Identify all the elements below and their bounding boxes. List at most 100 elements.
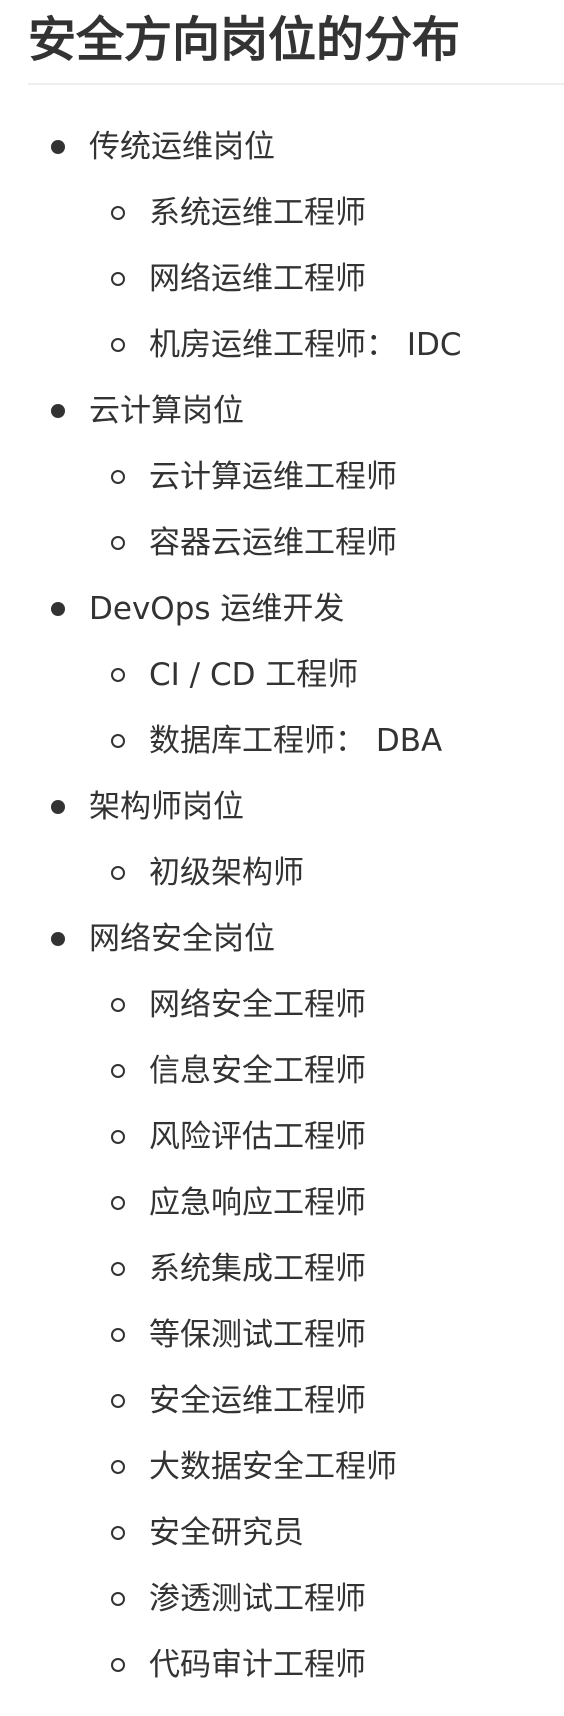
position-item: 网络运维工程师	[0, 246, 564, 312]
position-row: 网络运维工程师	[0, 246, 564, 312]
position-item: 大数据安全工程师	[0, 1434, 564, 1500]
position-label: 信息安全工程师	[149, 1053, 366, 1089]
position-list: 网络安全工程师信息安全工程师风险评估工程师应急响应工程师系统集成工程师等保测试工…	[0, 972, 564, 1698]
bullet-circle-icon	[111, 1394, 125, 1408]
position-label: 等保测试工程师	[149, 1317, 366, 1353]
position-label: 初级架构师	[149, 855, 304, 891]
category-label: 传统运维岗位	[89, 129, 275, 165]
position-label: 容器云运维工程师	[149, 525, 397, 561]
position-row: 初级架构师	[0, 840, 564, 906]
position-item: 应急响应工程师	[0, 1170, 564, 1236]
position-item: 安全研究员	[0, 1500, 564, 1566]
position-label: 风险评估工程师	[149, 1119, 366, 1155]
position-list: 云计算运维工程师容器云运维工程师	[0, 444, 564, 576]
position-label: 网络安全工程师	[149, 987, 366, 1023]
category-row: 架构师岗位	[0, 774, 564, 840]
bullet-circle-icon	[111, 1328, 125, 1342]
position-row: 等保测试工程师	[0, 1302, 564, 1368]
position-label: 机房运维工程师： IDC	[149, 327, 462, 363]
position-label: 数据库工程师： DBA	[149, 723, 443, 759]
position-label: 安全运维工程师	[149, 1383, 366, 1419]
position-label: 网络运维工程师	[149, 261, 366, 297]
bullet-circle-icon	[111, 1130, 125, 1144]
position-item: 系统集成工程师	[0, 1236, 564, 1302]
position-row: 渗透测试工程师	[0, 1566, 564, 1632]
position-row: 网络安全工程师	[0, 972, 564, 1038]
position-label: 云计算运维工程师	[149, 459, 397, 495]
position-item: 云计算运维工程师	[0, 444, 564, 510]
position-item: 数据库工程师： DBA	[0, 708, 564, 774]
category-item: 架构师岗位初级架构师	[0, 774, 564, 906]
position-row: 安全研究员	[0, 1500, 564, 1566]
bullet-disc-icon	[51, 800, 65, 814]
bullet-disc-icon	[51, 602, 65, 616]
bullet-disc-icon	[51, 404, 65, 418]
category-row: DevOps 运维开发	[0, 576, 564, 642]
bullet-circle-icon	[111, 1658, 125, 1672]
position-row: 风险评估工程师	[0, 1104, 564, 1170]
position-item: 安全运维工程师	[0, 1368, 564, 1434]
category-label: DevOps 运维开发	[89, 591, 345, 627]
bullet-circle-icon	[111, 1262, 125, 1276]
position-row: 系统运维工程师	[0, 180, 564, 246]
position-item: CI / CD 工程师	[0, 642, 564, 708]
position-row: 代码审计工程师	[0, 1632, 564, 1698]
bullet-circle-icon	[111, 998, 125, 1012]
position-item: 风险评估工程师	[0, 1104, 564, 1170]
bullet-circle-icon	[111, 866, 125, 880]
bullet-circle-icon	[111, 470, 125, 484]
position-row: 大数据安全工程师	[0, 1434, 564, 1500]
bullet-circle-icon	[111, 206, 125, 220]
category-label: 云计算岗位	[89, 393, 244, 429]
position-item: 网络安全工程师	[0, 972, 564, 1038]
page-title: 安全方向岗位的分布	[28, 12, 461, 68]
position-label: 安全研究员	[149, 1515, 304, 1551]
position-row: 应急响应工程师	[0, 1170, 564, 1236]
position-label: 代码审计工程师	[149, 1647, 366, 1683]
category-item: DevOps 运维开发 CI / CD 工程师数据库工程师： DBA	[0, 576, 564, 774]
bullet-circle-icon	[111, 668, 125, 682]
position-label: 渗透测试工程师	[149, 1581, 366, 1617]
bullet-disc-icon	[51, 932, 65, 946]
category-label: 架构师岗位	[89, 789, 244, 825]
category-item: 网络安全岗位网络安全工程师信息安全工程师风险评估工程师应急响应工程师系统集成工程…	[0, 906, 564, 1698]
position-item: 等保测试工程师	[0, 1302, 564, 1368]
bullet-disc-icon	[51, 140, 65, 154]
position-item: 信息安全工程师	[0, 1038, 564, 1104]
position-row: 数据库工程师： DBA	[0, 708, 564, 774]
category-row: 传统运维岗位	[0, 114, 564, 180]
bullet-circle-icon	[111, 1592, 125, 1606]
position-label: 系统运维工程师	[149, 195, 366, 231]
position-row: 机房运维工程师： IDC	[0, 312, 564, 378]
position-item: 渗透测试工程师	[0, 1566, 564, 1632]
category-row: 云计算岗位	[0, 378, 564, 444]
position-row: CI / CD 工程师	[0, 642, 564, 708]
bullet-circle-icon	[111, 1196, 125, 1210]
position-row: 信息安全工程师	[0, 1038, 564, 1104]
position-item: 代码审计工程师	[0, 1632, 564, 1698]
position-label: 系统集成工程师	[149, 1251, 366, 1287]
bullet-circle-icon	[111, 272, 125, 286]
bullet-circle-icon	[111, 1064, 125, 1078]
position-row: 容器云运维工程师	[0, 510, 564, 576]
position-list: CI / CD 工程师数据库工程师： DBA	[0, 642, 564, 774]
position-row: 系统集成工程师	[0, 1236, 564, 1302]
position-item: 初级架构师	[0, 840, 564, 906]
category-item: 云计算岗位云计算运维工程师容器云运维工程师	[0, 378, 564, 576]
position-label: 大数据安全工程师	[149, 1449, 397, 1485]
bullet-circle-icon	[111, 536, 125, 550]
category-label: 网络安全岗位	[89, 921, 275, 957]
bullet-circle-icon	[111, 734, 125, 748]
category-item: 传统运维岗位系统运维工程师网络运维工程师机房运维工程师： IDC	[0, 114, 564, 378]
position-item: 机房运维工程师： IDC	[0, 312, 564, 378]
position-item: 容器云运维工程师	[0, 510, 564, 576]
position-item: 系统运维工程师	[0, 180, 564, 246]
position-list: 初级架构师	[0, 840, 564, 906]
bullet-circle-icon	[111, 1526, 125, 1540]
position-label: CI / CD 工程师	[149, 657, 359, 693]
title-divider	[28, 83, 564, 85]
bullet-circle-icon	[111, 1460, 125, 1474]
position-label: 应急响应工程师	[149, 1185, 366, 1221]
